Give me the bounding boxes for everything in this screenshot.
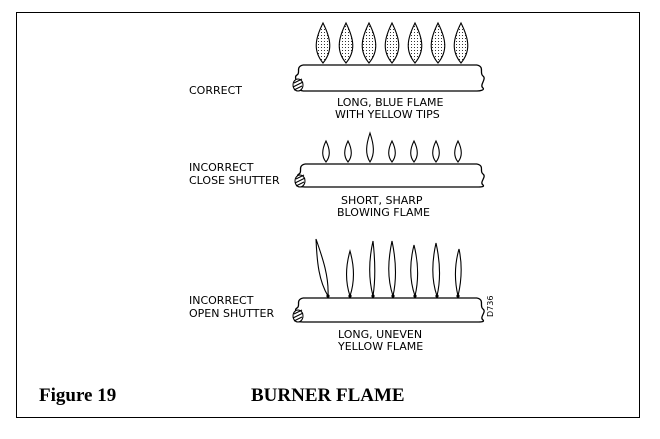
panel-caption-line: LONG, BLUE FLAME (337, 96, 443, 109)
flames (315, 21, 469, 64)
panel-label-line: CLOSE SHUTTER (189, 174, 280, 187)
burner-tube (295, 163, 485, 188)
burner-end-hatch (294, 174, 306, 188)
burner-tube (293, 297, 485, 323)
drawing-code: D736 (486, 296, 495, 317)
figure-frame: CORRECT LONG, BLUE FLAME WITH YELLOW TIP… (16, 12, 640, 418)
panel-label-line: INCORRECT (189, 294, 254, 307)
panel-close-shutter: INCORRECT CLOSE SHUTTER SHORT, SHARP BLO… (189, 131, 485, 219)
panel-caption-line: BLOWING FLAME (337, 206, 430, 219)
burner-end-hatch (292, 78, 304, 92)
figure-number: Figure 19 (39, 385, 117, 406)
burner-flame-diagram: CORRECT LONG, BLUE FLAME WITH YELLOW TIP… (189, 21, 495, 353)
flame-base-dots (326, 294, 460, 298)
panel-caption-line: LONG, UNEVEN (338, 328, 422, 341)
burner-tube (293, 64, 485, 92)
flames (322, 131, 462, 164)
burner-end-hatch (292, 309, 304, 323)
panel-caption-line: SHORT, SHARP (341, 194, 423, 207)
panel-caption-line: WITH YELLOW TIPS (335, 108, 440, 121)
panel-correct: CORRECT LONG, BLUE FLAME WITH YELLOW TIP… (189, 21, 485, 121)
panel-label-line: OPEN SHUTTER (189, 307, 274, 320)
panel-caption-line: YELLOW FLAME (337, 340, 423, 353)
figure-title: BURNER FLAME (251, 385, 405, 406)
panel-label-line: INCORRECT (189, 161, 254, 174)
panel-open-shutter: INCORRECT OPEN SHUTTER LONG, UNEVEN YELL… (189, 238, 495, 353)
flames (315, 238, 462, 299)
panel-label-line: CORRECT (189, 84, 242, 97)
